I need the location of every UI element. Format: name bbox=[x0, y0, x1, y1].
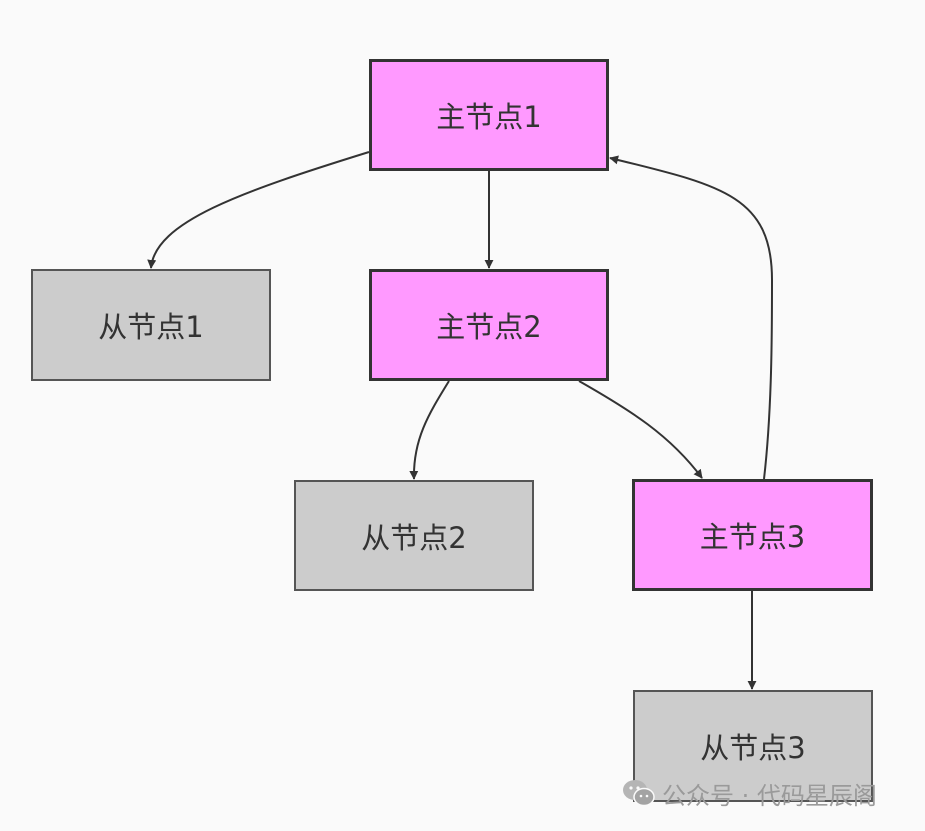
node-master-3: 主节点3 bbox=[632, 479, 873, 591]
node-label: 从节点3 bbox=[700, 731, 806, 765]
node-label: 从节点2 bbox=[361, 520, 467, 555]
watermark-text: 公众号 · 代码星辰阁 bbox=[662, 781, 877, 810]
node-master-1: 主节点1 bbox=[369, 59, 609, 171]
node-label: 从节点1 bbox=[98, 310, 204, 344]
node-master-2: 主节点2 bbox=[369, 269, 609, 381]
node-label: 主节点3 bbox=[699, 520, 806, 554]
edge-master2-master3 bbox=[578, 380, 703, 479]
edge-master2-slave2 bbox=[409, 380, 450, 480]
node-slave-3: 从节点3 bbox=[633, 690, 873, 802]
edge-master3-master1 bbox=[609, 155, 774, 480]
node-label: 主节点2 bbox=[436, 310, 542, 344]
edge-master1-slave1 bbox=[147, 151, 370, 269]
watermark: 公众号 · 代码星辰阁 bbox=[622, 775, 877, 811]
wechat-icon bbox=[623, 780, 655, 807]
node-label: 主节点1 bbox=[436, 100, 542, 134]
node-slave-2: 从节点2 bbox=[294, 480, 534, 591]
node-slave-1: 从节点1 bbox=[31, 269, 271, 381]
